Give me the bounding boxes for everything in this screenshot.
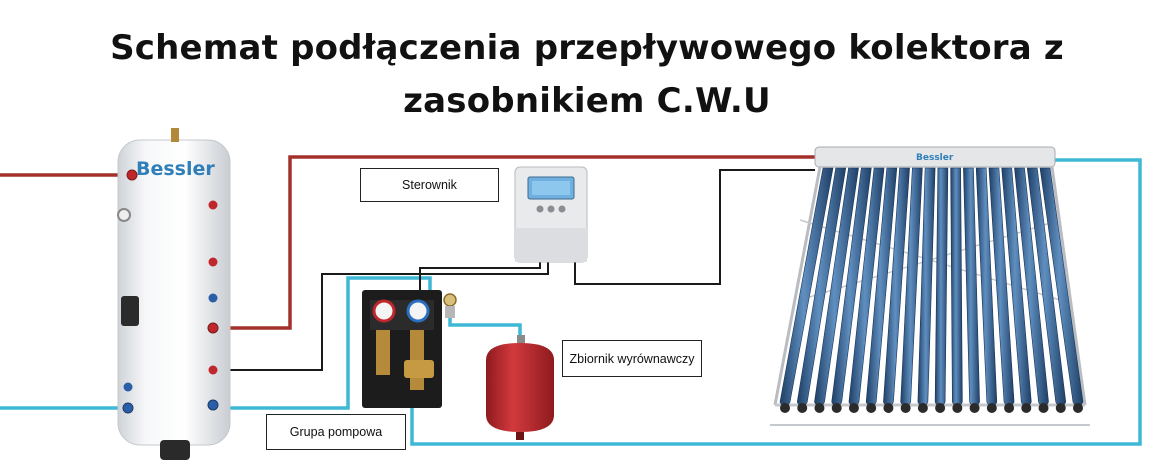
tube-end-cap: [952, 403, 963, 413]
tube-end-cap: [797, 403, 808, 413]
tube-end-cap: [969, 403, 980, 413]
expansion-vessel-pipe: [448, 310, 522, 345]
tank-port: [123, 382, 133, 392]
tube-end-cap: [1004, 403, 1015, 413]
pump-group-label: Grupa pompowa: [266, 414, 406, 450]
tube-end-cap: [917, 403, 928, 413]
collector-brand-logo: Bessler: [916, 153, 954, 163]
pump-station: [362, 290, 457, 408]
tank-thermometer: [117, 208, 131, 222]
tube-end-cap: [780, 403, 790, 413]
tube-end-cap: [883, 403, 894, 413]
vacuum-tube: [950, 167, 963, 408]
tank-port-hot-out: [126, 169, 138, 181]
tank-port: [207, 322, 219, 334]
tube-end-cap: [900, 403, 911, 413]
pump-to-tank-pipe: [218, 276, 432, 410]
solar-tube-collector: Bessler: [770, 146, 1090, 426]
tank-port: [208, 257, 218, 267]
solar-hot-return-pipe: [218, 155, 820, 330]
title-line-2: zasobnikiem C.W.U: [403, 81, 771, 121]
diagram-title: Schemat podłączenia przepływowego kolekt…: [0, 22, 1174, 128]
tank-sensor-wire: [218, 262, 549, 371]
tank-port: [208, 293, 218, 303]
controller-button: [558, 205, 566, 213]
solar-controller: [514, 166, 588, 263]
title-line-1: Schemat podłączenia przepływowego kolekt…: [110, 28, 1064, 68]
controller-button: [547, 205, 555, 213]
tube-end-cap: [831, 403, 842, 413]
pump-power-wire: [419, 262, 541, 296]
tube-end-cap: [1073, 403, 1083, 413]
tank-brand-logo: Bessler: [136, 158, 215, 180]
controller-label: Sterownik: [360, 168, 499, 202]
vacuum-tube: [934, 167, 949, 408]
tank-heater-flange: [121, 296, 139, 326]
water-heater-tank: Bessler: [117, 128, 231, 460]
pump-gauge-red: [372, 299, 396, 323]
expansion-tank-label: Zbiornik wyrównawczy: [562, 340, 702, 377]
tube-end-cap: [935, 403, 946, 413]
tank-port: [208, 200, 218, 210]
sensor-wires: [218, 169, 815, 371]
collector-return-pipe: [410, 158, 1142, 446]
tube-end-cap: [866, 403, 877, 413]
tube-end-cap: [848, 403, 859, 413]
tube-end-cap: [1038, 403, 1049, 413]
tank-port: [208, 365, 218, 375]
tube-end-cap: [1055, 403, 1066, 413]
expansion-vessel: [486, 335, 554, 440]
collector-tubes: [779, 167, 1084, 413]
collector-sensor-wire: [574, 169, 815, 285]
tube-end-cap: [1021, 403, 1032, 413]
tank-port: [207, 399, 219, 411]
tube-end-cap: [986, 403, 997, 413]
tank-port-cold-in: [122, 402, 134, 414]
hot-pipes: [0, 155, 820, 330]
vacuum-tube: [963, 167, 980, 408]
tube-end-cap: [814, 403, 825, 413]
pump-gauge-blue: [406, 299, 430, 323]
controller-button: [536, 205, 544, 213]
